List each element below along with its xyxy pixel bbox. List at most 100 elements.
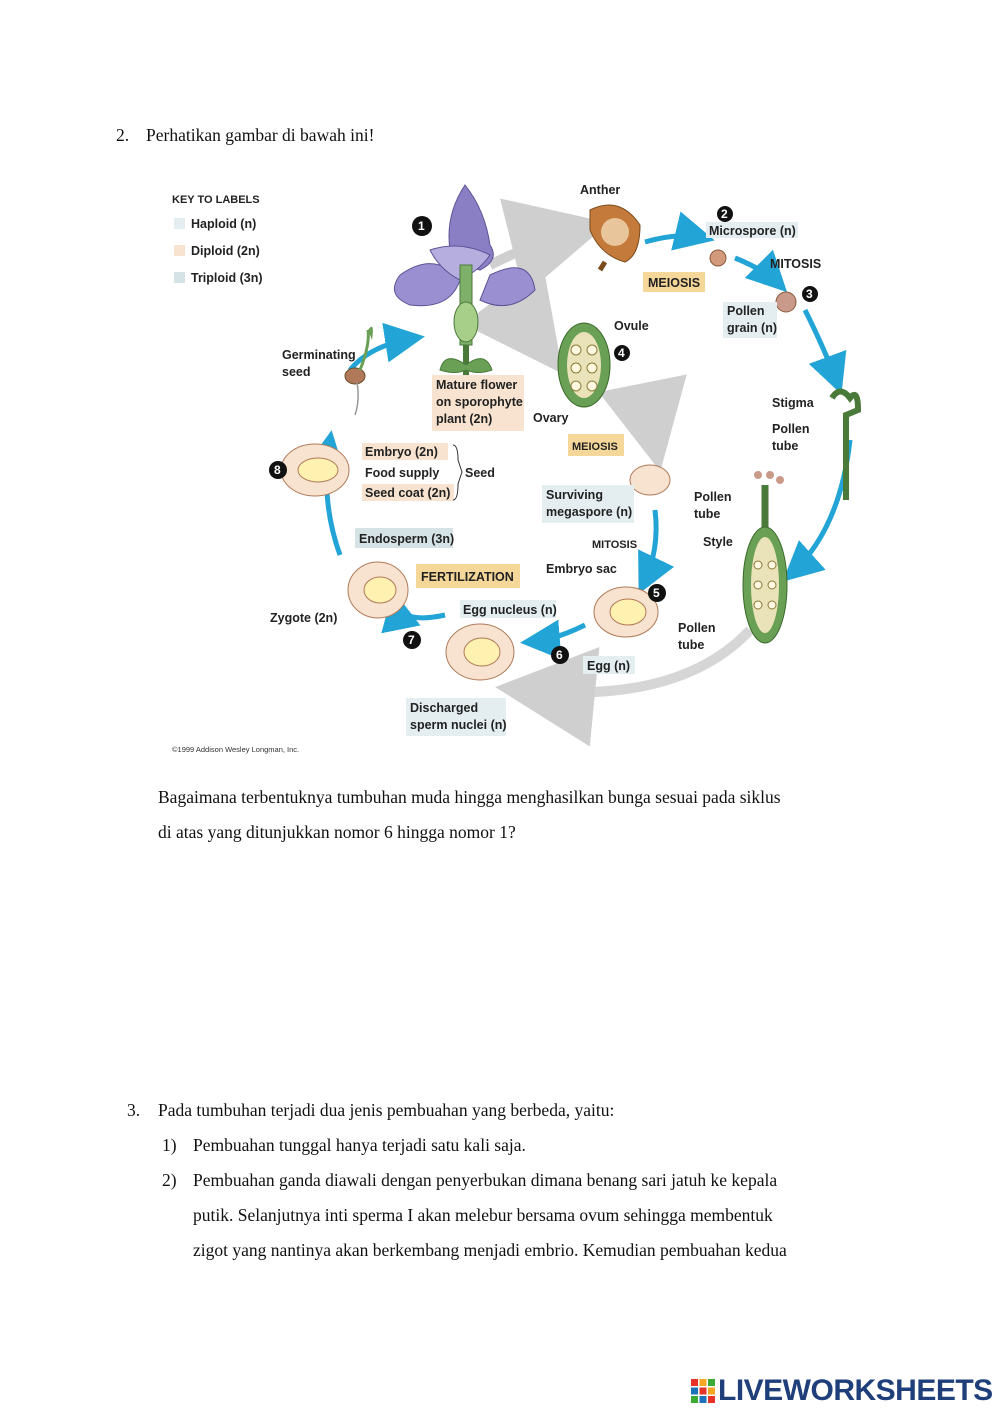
- grey-arrow-meiosis: [598, 374, 687, 472]
- step-4-number: 4: [618, 346, 625, 360]
- step-3-badge: [802, 286, 818, 302]
- seed-coat-label: Seed coat (2n): [365, 486, 450, 500]
- item-1-number: 1): [162, 1135, 177, 1155]
- egg-nucleus-label: Egg nucleus (n): [463, 603, 557, 617]
- style-label: Style: [703, 535, 733, 549]
- question-3-prompt: Pada tumbuhan terjadi dua jenis pembuaha…: [158, 1100, 615, 1120]
- grey-arrow-to-ovule: [462, 264, 564, 374]
- step-7-badge: [403, 631, 421, 649]
- zygote-label: Zygote (2n): [270, 611, 337, 625]
- key-diploid: Diploid (2n): [191, 244, 260, 258]
- pollen-tube-b-label-2: tube: [694, 507, 720, 521]
- germinating-seed-label-1: Germinating: [282, 348, 356, 362]
- copyright-text: ©1999 Addison Wesley Longman, Inc.: [172, 745, 299, 754]
- microspore-cell: [709, 249, 727, 267]
- meiosis-mid-label: MEIOSIS: [572, 441, 618, 453]
- pollen-tube-a-label-1: Pollen: [772, 422, 810, 436]
- liveworksheets-brand-text: LIVEWORKSHEETS: [718, 1374, 993, 1407]
- step-4-badge: [614, 345, 630, 361]
- meiosis-top-box: [643, 272, 705, 292]
- mature-flower-illustration: [393, 184, 536, 380]
- step-7-number: 7: [408, 633, 415, 647]
- seed-label: Seed: [465, 466, 495, 480]
- pollen-grain-label-box: [723, 302, 777, 338]
- mature-flower-label-box: [432, 375, 524, 431]
- plant-life-cycle-diagram: KEY TO LABELS Haploid (n) Diploid (2n) T…: [172, 183, 862, 754]
- pollen-tube-b-label-1: Pollen: [694, 490, 732, 504]
- arrow-anther-microspore: [644, 211, 715, 251]
- step-2-number: 2: [721, 207, 728, 221]
- key-triploid: Triploid (3n): [191, 271, 263, 285]
- liveworksheets-logo: LIVEWORKSHEETS: [690, 1374, 993, 1408]
- arrow-germinating-flower: [348, 322, 425, 372]
- mitosis-top-label: MITOSIS: [770, 257, 821, 271]
- germinating-seed-illustration: [344, 326, 373, 416]
- step-2-badge: [717, 206, 733, 222]
- megaspore-illustration: [629, 464, 671, 496]
- step-8-badge: [269, 461, 287, 479]
- fertilization-box: [416, 564, 520, 588]
- seed-bracket: [452, 444, 463, 501]
- grey-arrow-to-anther: [487, 198, 610, 296]
- step-1-badge: [412, 216, 432, 236]
- step-6-badge: [551, 646, 569, 664]
- pistil-illustration: [742, 388, 862, 644]
- arrow-stigma-ovary: [782, 439, 853, 582]
- microspore-label: Microspore (n): [709, 224, 796, 238]
- step-3-number: 3: [806, 287, 813, 301]
- arrow-step6: [520, 619, 587, 660]
- mature-flower-label-1: Mature flower: [436, 378, 517, 392]
- step-5-number: 5: [653, 586, 660, 600]
- arrow-megaspore-embryosac: [638, 509, 675, 594]
- seed-coat-label-box: [362, 484, 454, 501]
- pollen-grain-label-1: Pollen: [727, 304, 765, 318]
- key-title: KEY TO LABELS: [172, 194, 260, 206]
- question-2-number: 2.: [116, 125, 130, 145]
- liveworksheets-logo-icon: [691, 1379, 715, 1403]
- mitosis-mid-label: MITOSIS: [592, 539, 637, 551]
- ovule-illustration: [557, 322, 611, 408]
- item-2-number: 2): [162, 1170, 177, 1190]
- key-haploid: Haploid (n): [191, 217, 256, 231]
- discharged-sperm-label-2: sperm nuclei (n): [410, 718, 507, 732]
- anther-illustration: [589, 204, 641, 272]
- pollen-grain-cell: [775, 291, 797, 313]
- microspore-label-box: [706, 222, 798, 238]
- embryo-label: Embryo (2n): [365, 445, 438, 459]
- embryo-label-box: [362, 443, 448, 460]
- item-2-line-1: Pembuahan ganda diawali dengan penyerbuk…: [193, 1170, 778, 1190]
- egg-label-box: [583, 656, 635, 674]
- question-3-number: 3.: [127, 1100, 141, 1120]
- question-2-prompt: Perhatikan gambar di bawah ini!: [146, 125, 375, 145]
- endosperm-box: [355, 528, 453, 548]
- meiosis-top-label: MEIOSIS: [648, 276, 700, 290]
- pollen-tube-a-label-2: tube: [772, 439, 798, 453]
- haploid-swatch: [174, 218, 185, 229]
- step-6-number: 6: [556, 648, 563, 662]
- embryo-sac-label: Embryo sac: [546, 562, 617, 576]
- germinating-seed-label-2: seed: [282, 365, 311, 379]
- step-5-badge: [648, 584, 666, 602]
- arrow-microspore-pollen: [734, 249, 788, 293]
- surviving-megaspore-label-1: Surviving: [546, 488, 603, 502]
- meiosis-mid-box: [568, 434, 624, 456]
- step-8-number: 8: [274, 463, 281, 477]
- stigma-label: Stigma: [772, 396, 815, 410]
- triploid-swatch: [174, 272, 185, 283]
- endosperm-label: Endosperm (3n): [359, 532, 454, 546]
- surviving-megaspore-label-2: megaspore (n): [546, 505, 632, 519]
- question-2-line-2: di atas yang ditunjukkan nomor 6 hingga …: [158, 822, 516, 842]
- grey-arrow-pollen-tube: [495, 626, 754, 747]
- anther-label: Anther: [580, 183, 620, 197]
- discharged-sperm-label-1: Discharged: [410, 701, 478, 715]
- egg-nucleus-label-box: [460, 600, 556, 618]
- arrow-pollen-stigma: [802, 308, 847, 395]
- diploid-swatch: [174, 245, 185, 256]
- fertilization-label: FERTILIZATION: [421, 570, 514, 584]
- item-1-text: Pembuahan tunggal hanya terjadi satu kal…: [193, 1135, 526, 1155]
- ovule-label: Ovule: [614, 319, 649, 333]
- question-2-line-1: Bagaimana terbentuknya tumbuhan muda hin…: [158, 787, 781, 807]
- mature-flower-label-3: plant (2n): [436, 412, 492, 426]
- food-supply-label: Food supply: [365, 466, 439, 480]
- step-1-number: 1: [418, 219, 425, 233]
